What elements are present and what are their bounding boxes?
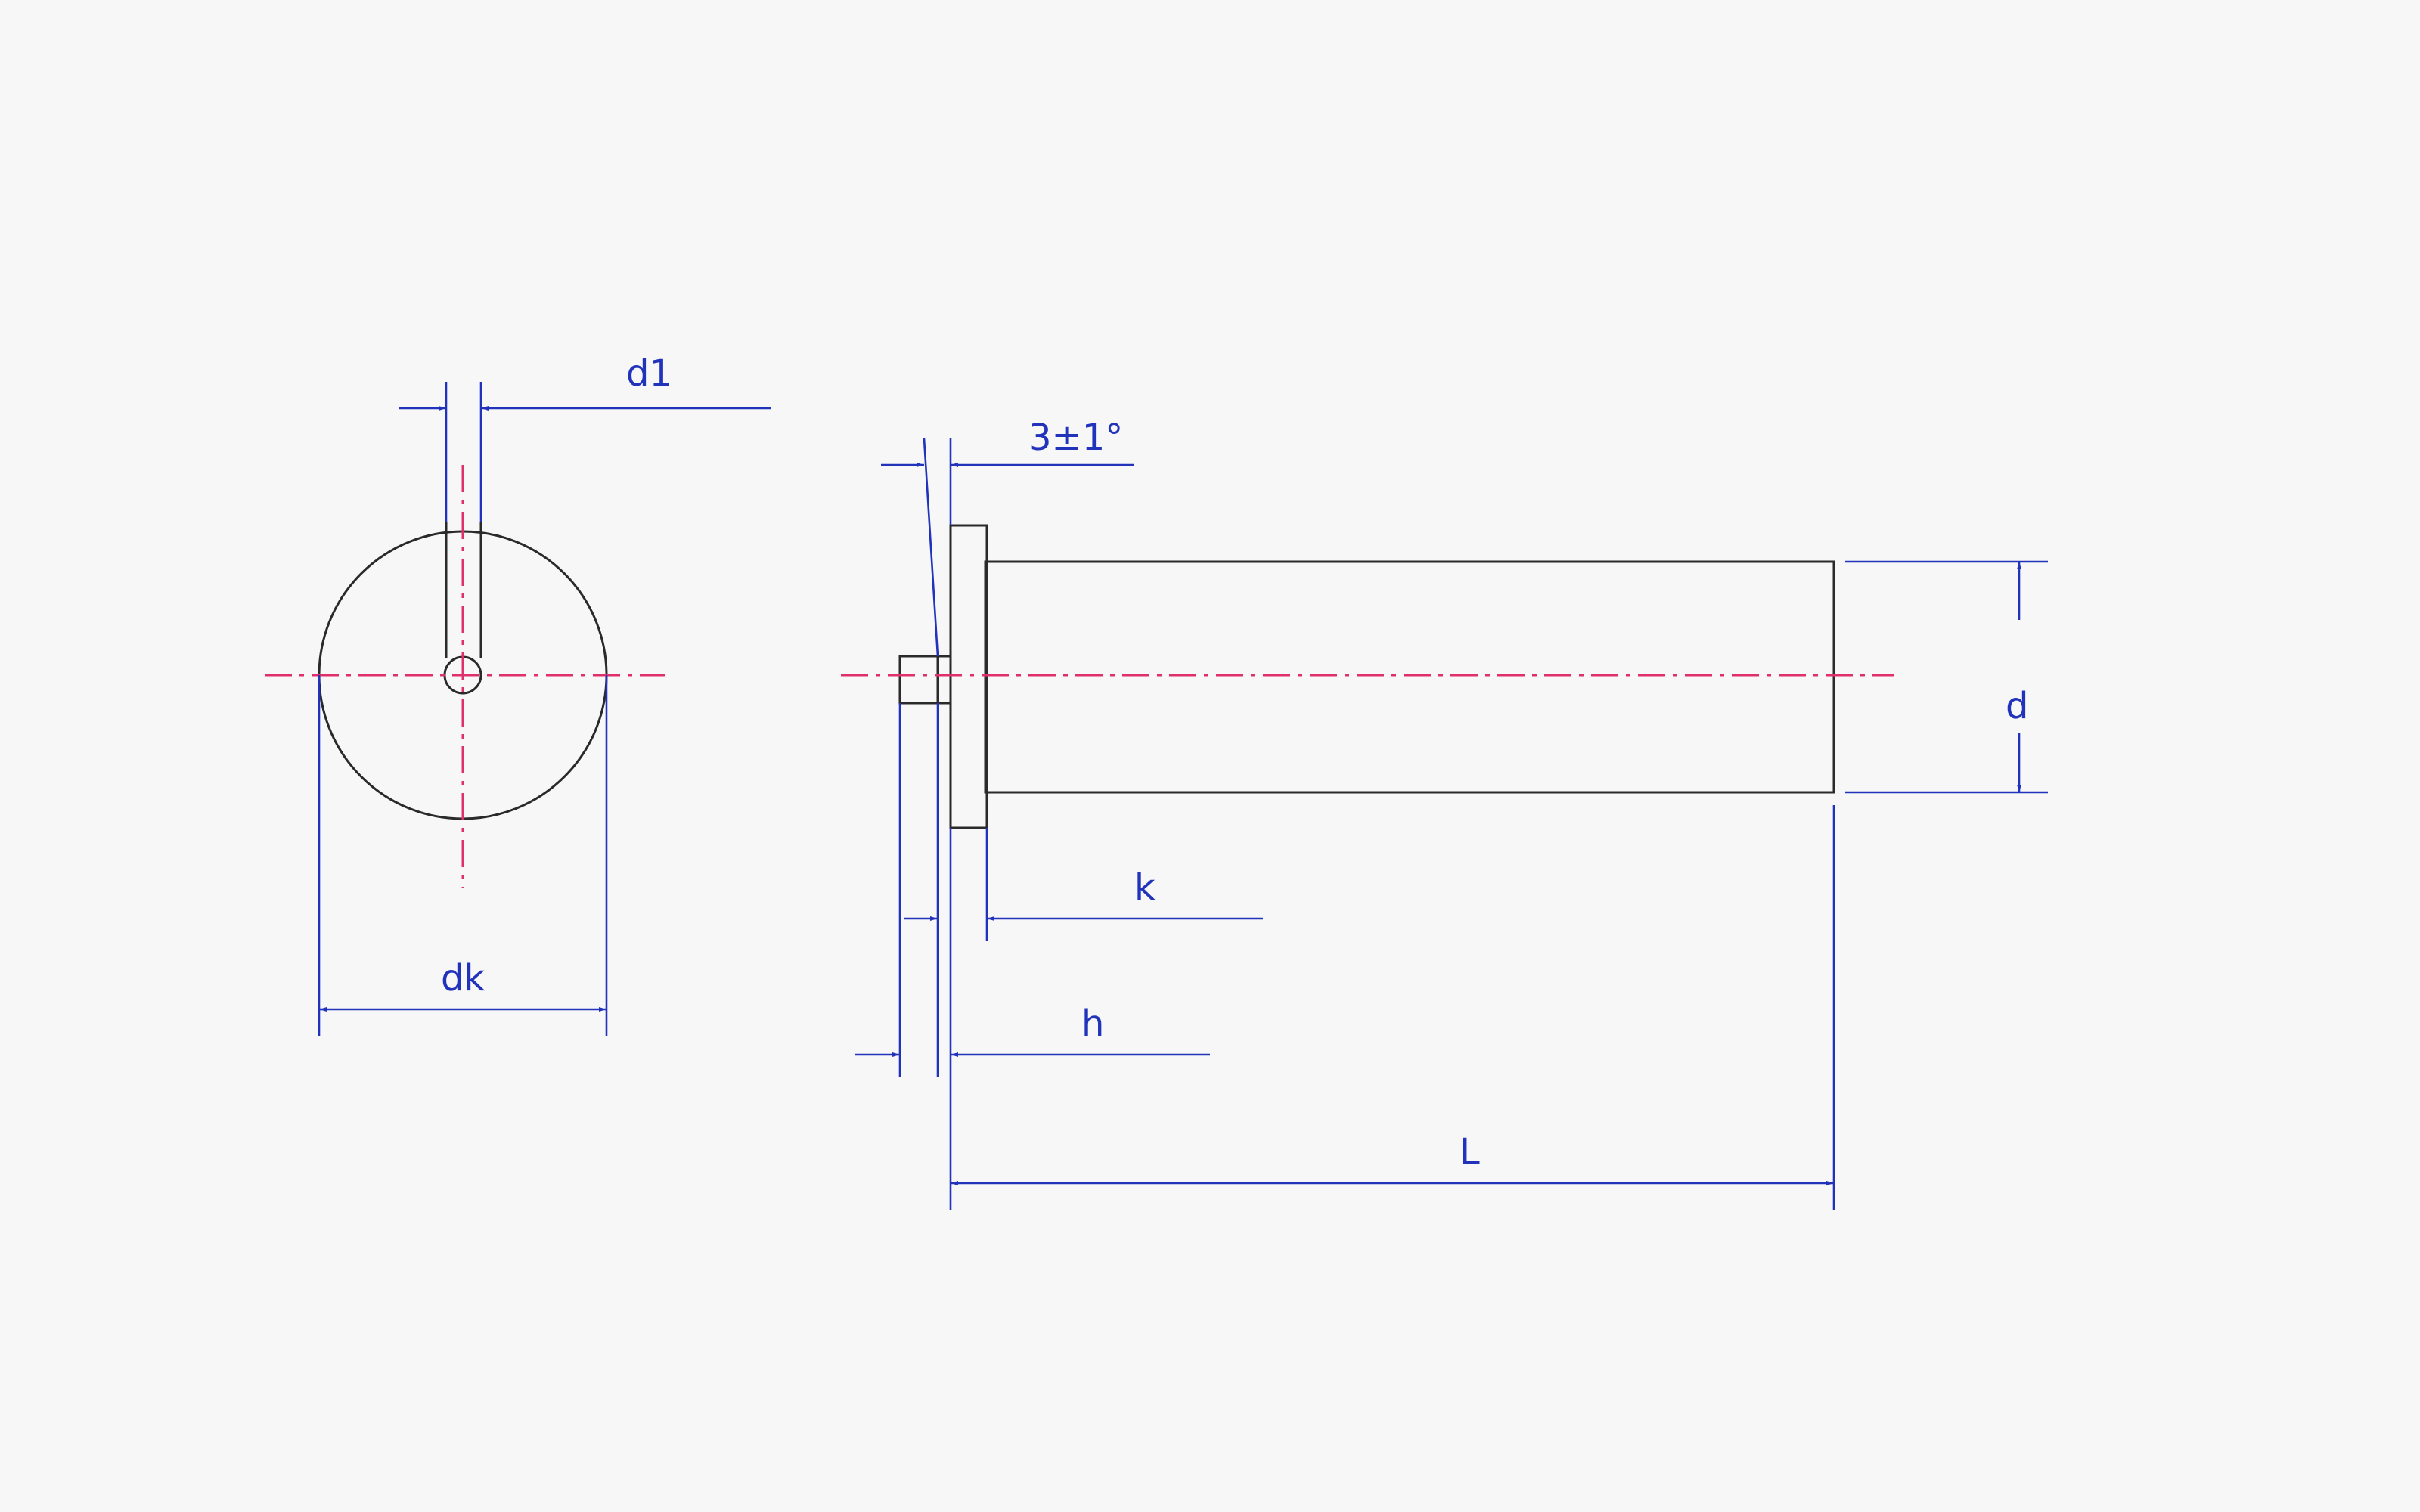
dimension-k: k [898, 703, 1263, 1210]
label-L: L [1460, 1131, 1480, 1173]
label-d: d [2006, 685, 2028, 727]
dimension-L: L [951, 805, 1835, 1210]
label-k: k [1134, 866, 1156, 909]
label-dk: dk [441, 957, 485, 999]
front-view: d1 dk [265, 352, 771, 1036]
dimension-dk: dk [318, 675, 608, 1036]
shank [984, 560, 1835, 794]
label-h: h [1081, 1002, 1104, 1045]
tip-nub [898, 655, 951, 705]
dimension-d1: d1 [399, 352, 771, 522]
side-view: 3±1° d k h L [841, 417, 2048, 1210]
dimension-d: d [1845, 560, 2048, 794]
label-angle: 3±1° [1028, 417, 1123, 459]
label-d1: d1 [626, 352, 672, 395]
dimension-h: h [855, 1002, 1210, 1057]
dimension-angle: 3±1° [881, 417, 1134, 657]
head-flange [949, 524, 988, 829]
